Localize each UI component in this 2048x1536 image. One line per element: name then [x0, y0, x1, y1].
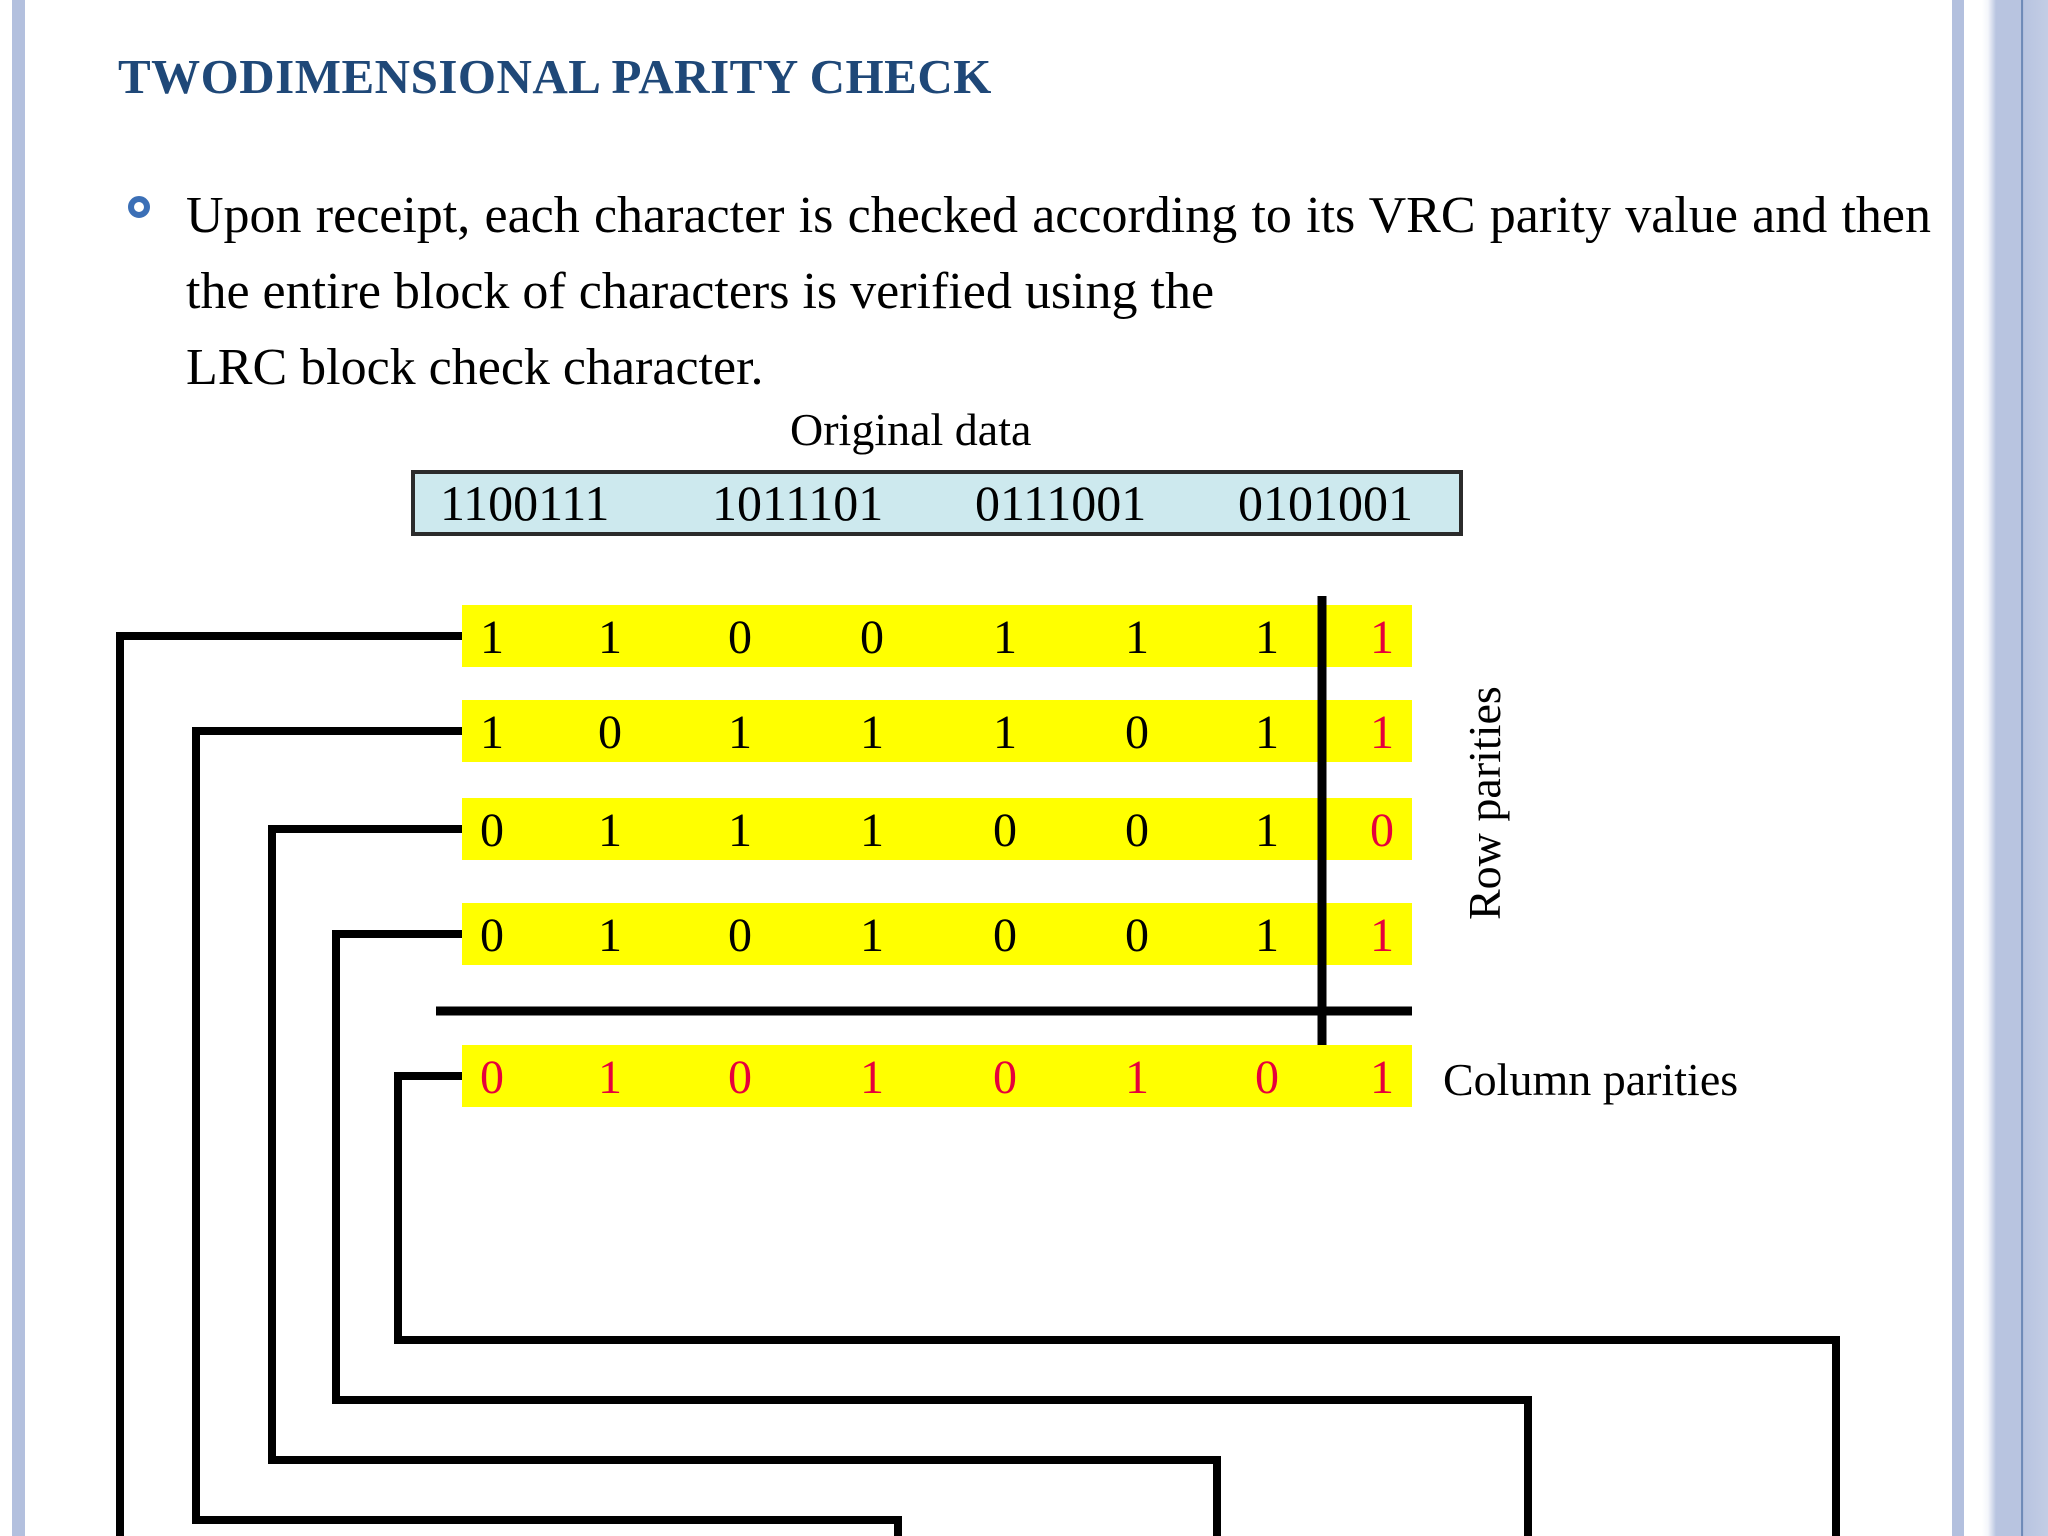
matrix-cell: 0	[480, 909, 504, 962]
matrix-cell: 1	[1255, 611, 1279, 664]
original-data-strip: 1100111 1011101 0111001 0101001	[411, 470, 1463, 536]
connector-row-2	[192, 727, 902, 1536]
row-parity-cell: 1	[1370, 909, 1394, 962]
column-parity-cell: 0	[480, 1051, 504, 1104]
matrix-cell: 1	[1255, 909, 1279, 962]
bullet-item: Upon receipt, each character is checked …	[128, 178, 1931, 406]
column-parity-cell: 1	[1125, 1051, 1149, 1104]
matrix-cell: 0	[993, 804, 1017, 857]
matrix-cell: 0	[598, 706, 622, 759]
matrix-cell: 0	[860, 611, 884, 664]
matrix-cell: 1	[860, 706, 884, 759]
matrix-cell: 1	[728, 706, 752, 759]
column-parity-cell: 0	[728, 1051, 752, 1104]
matrix-cell: 1	[598, 909, 622, 962]
row-parities-label: Row parities	[1459, 686, 1510, 920]
column-parity-row: 0 1 0 1 0 1 0 1	[462, 1045, 1412, 1107]
column-parity-cell: 1	[860, 1051, 884, 1104]
ring-bullet-icon	[128, 196, 150, 218]
parity-diagram: Original data 1100111 1011101 0111001 01…	[0, 410, 2048, 1536]
original-group-3: 0111001	[975, 475, 1146, 531]
row-parity-cell: 1	[1370, 611, 1394, 664]
column-parity-cell: 1	[598, 1051, 622, 1104]
original-group-1: 1100111	[440, 475, 609, 531]
slide-right-panel	[1982, 0, 2048, 1536]
matrix-cell: 0	[1125, 706, 1149, 759]
matrix-cell: 1	[598, 611, 622, 664]
row-parity-cell: 1	[1370, 706, 1394, 759]
matrix-cell: 1	[860, 909, 884, 962]
connector-row-3	[268, 825, 1221, 1536]
column-parity-cell: 0	[1255, 1051, 1279, 1104]
bullet-line-1: Upon receipt, each character is checked …	[186, 187, 1612, 244]
slide-right-accent-line	[2021, 0, 2023, 1536]
matrix-cell: 1	[993, 611, 1017, 664]
matrix-row-4: 0 1 0 1 0 0 1 1	[462, 903, 1412, 965]
matrix-cell: 1	[598, 804, 622, 857]
matrix-cell: 1	[480, 611, 504, 664]
bullet-line-3: LRC block check character.	[186, 339, 764, 396]
slide-right-thin-bar	[1952, 0, 1964, 1536]
connector-row-4	[332, 930, 1532, 1536]
bullet-paragraph: Upon receipt, each character is checked …	[186, 178, 1931, 406]
matrix-cell: 0	[1125, 909, 1149, 962]
matrix-cell: 0	[993, 909, 1017, 962]
matrix-cell: 1	[1125, 611, 1149, 664]
matrix-cell: 1	[1255, 706, 1279, 759]
matrix-row-2: 1 0 1 1 1 0 1 1	[462, 700, 1412, 762]
original-group-2: 1011101	[712, 475, 883, 531]
matrix-cell: 1	[480, 706, 504, 759]
matrix-cell: 0	[1125, 804, 1149, 857]
matrix-cell: 1	[728, 804, 752, 857]
original-group-4: 0101001	[1238, 475, 1413, 531]
matrix-cell: 1	[1255, 804, 1279, 857]
connector-row-1	[116, 632, 462, 1536]
matrix-cell: 0	[480, 804, 504, 857]
original-data-label: Original data	[790, 410, 1031, 455]
matrix-cell: 0	[728, 611, 752, 664]
corner-parity-cell: 1	[1370, 1051, 1394, 1104]
slide-left-accent-bar	[12, 0, 25, 1536]
column-parity-cell: 0	[993, 1051, 1017, 1104]
bullet-line-2: value and then the entire block of chara…	[186, 187, 1932, 320]
matrix-row-3: 0 1 1 1 0 0 1 0	[462, 798, 1412, 860]
slide-top-edge	[25, 0, 1952, 6]
page-title: TWODIMENSIONAL PARITY CHECK	[118, 49, 992, 104]
matrix-cell: 1	[993, 706, 1017, 759]
matrix-cell: 0	[728, 909, 752, 962]
matrix-cell: 1	[860, 804, 884, 857]
connector-column-parity	[394, 1072, 1840, 1536]
column-parities-label: Column parities	[1443, 1054, 1738, 1105]
matrix-row-1: 1 1 0 0 1 1 1 1	[462, 605, 1412, 667]
row-parity-cell: 0	[1370, 804, 1394, 857]
